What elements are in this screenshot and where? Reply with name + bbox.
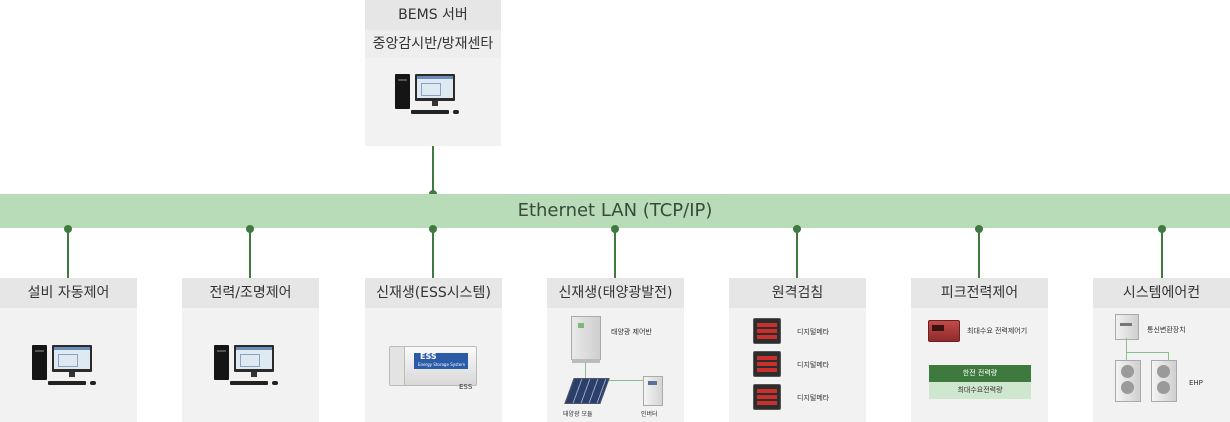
connector-line-4 (614, 228, 616, 278)
node-title: 원격검침 (729, 278, 866, 308)
digital-meter-icon (753, 351, 781, 377)
kepco-power-bar: 한전 전력량 (929, 365, 1031, 382)
meter-label-3: 디지털메타 (797, 394, 830, 402)
connection-line (1168, 352, 1169, 360)
node-ess-system: 신재생(ESS시스템) ESS Energy Storage System ES… (365, 278, 502, 422)
connector-dot-3 (429, 225, 437, 233)
solar-module-label: 태양광 모듈 (563, 411, 593, 418)
lan-label: Ethernet LAN (TCP/IP) (517, 200, 713, 221)
node-title: 신재생(ESS시스템) (365, 278, 502, 308)
connector-dot-2 (246, 225, 254, 233)
demand-controller-icon (928, 320, 960, 342)
connector-line-3 (432, 228, 434, 278)
ess-caption: ESS (459, 383, 473, 391)
meter-label-2: 디지털메타 (797, 361, 830, 369)
connection-line (1126, 338, 1127, 360)
node-title: 시스템에어컨 (1093, 278, 1230, 308)
bems-server-box: BEMS 서버 중앙감시반/방재센타 (365, 0, 501, 146)
ess-container-icon: ESS Energy Storage System (389, 346, 477, 386)
solar-panel-label: 태양광 제어반 (611, 328, 652, 336)
node-title: 전력/조명제어 (182, 278, 319, 308)
connector-line-6 (978, 228, 980, 278)
node-title: 신재생(태양광발전) (547, 278, 684, 308)
node-title: 설비 자동제어 (0, 278, 137, 308)
demand-controller-label: 최대수요 전력제어기 (967, 327, 1028, 335)
bems-server-subtitle: 중앙감시반/방재센타 (365, 30, 501, 58)
node-power-lighting-control: 전력/조명제어 (182, 278, 319, 422)
connector-line-7 (1161, 228, 1163, 278)
connector-dot-7 (1158, 225, 1166, 233)
node-title: 피크전력제어 (911, 278, 1048, 308)
connector-line-1 (67, 228, 69, 278)
comm-converter-label: 통신변환장치 (1147, 326, 1186, 334)
inverter-icon (643, 376, 663, 406)
connector-dot-6 (975, 225, 983, 233)
node-facility-control: 설비 자동제어 (0, 278, 137, 422)
server-connector-line (432, 146, 434, 194)
bems-server-title: BEMS 서버 (365, 0, 501, 30)
connector-line-2 (249, 228, 251, 278)
node-remote-metering: 원격검침 디지털메타 디지털메타 디지털메타 (729, 278, 866, 422)
node-peak-power-control: 피크전력제어 최대수요 전력제어기 한전 전력량 최대수요전력량 (911, 278, 1048, 422)
ethernet-lan-bar: Ethernet LAN (TCP/IP) (0, 194, 1230, 228)
solar-module-icon (564, 378, 610, 404)
ehp-outdoor-unit-icon (1115, 360, 1141, 402)
ess-badge-sub: Energy Storage System (418, 362, 466, 367)
digital-meter-icon (753, 318, 781, 344)
connector-dot-4 (611, 225, 619, 233)
connector-line-5 (796, 228, 798, 278)
meter-label-1: 디지털메타 (797, 328, 830, 336)
ehp-outdoor-unit-icon (1151, 360, 1177, 402)
connection-line (585, 380, 655, 381)
connection-line (585, 362, 586, 380)
inverter-label: 인버터 (641, 411, 658, 418)
ehp-label: EHP (1189, 379, 1203, 387)
connection-line (1126, 352, 1168, 353)
ess-badge: ESS (420, 352, 437, 361)
kepco-power-label: 한전 전력량 (962, 369, 998, 377)
solar-control-panel-icon (571, 316, 601, 363)
max-demand-bar: 최대수요전력량 (929, 382, 1031, 399)
node-system-aircon: 시스템에어컨 통신변환장치 EHP (1093, 278, 1230, 422)
connector-dot-5 (793, 225, 801, 233)
connector-dot-1 (64, 225, 72, 233)
node-solar-generation: 신재생(태양광발전) 태양광 제어반 태양광 모듈 인버터 (547, 278, 684, 422)
max-demand-label: 최대수요전력량 (957, 386, 1003, 394)
digital-meter-icon (753, 384, 781, 410)
comm-converter-icon (1115, 314, 1139, 340)
